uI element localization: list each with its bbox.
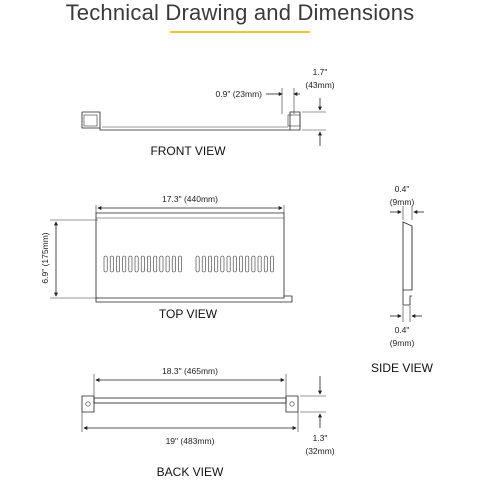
- top-view-back-edge: [95, 295, 293, 303]
- vent-slot: [263, 255, 268, 273]
- vent-slot: [140, 255, 145, 273]
- front-view-height-label-line1: 1.7": [313, 67, 328, 77]
- vent-slot: [257, 255, 262, 273]
- top-view-tray-outline: [95, 212, 285, 299]
- front-view-shelf-outline: [82, 111, 301, 131]
- top-view-width-label: 17.3" (440mm): [162, 194, 218, 204]
- back-view-outer-width-label: 19" (483mm): [166, 436, 215, 446]
- vent-slot: [270, 255, 274, 273]
- side-view-bottom-label-line1: 0.4": [395, 325, 410, 335]
- side-view-foot: [402, 290, 412, 306]
- side-view-top-label-line2: (9mm): [390, 197, 415, 207]
- front-view-height-label-line2: (43mm): [305, 80, 334, 90]
- vent-slot: [232, 255, 237, 273]
- vent-slot: [226, 255, 231, 273]
- vent-slot: [109, 255, 114, 273]
- front-view-width-label: 0.9" (23mm): [216, 89, 263, 99]
- vent-slot: [220, 255, 225, 273]
- vent-slot: [214, 255, 219, 273]
- back-view-inner-width-label: 18.3" (465mm): [162, 366, 218, 376]
- front-view-drawing: 0.9" (23mm) 1.7" (43mm) FRONT VIEW: [81, 67, 335, 158]
- side-view-caption: SIDE VIEW: [371, 361, 434, 375]
- vent-slot: [195, 255, 200, 273]
- vent-slot: [245, 255, 250, 273]
- vent-slot: [134, 255, 139, 273]
- front-view-left-bracket: [83, 114, 98, 127]
- top-view-depth-label: 6.9" (175mm): [40, 232, 50, 283]
- vent-slot: [153, 255, 158, 273]
- back-view-left-mount-hole: [85, 401, 91, 407]
- vent-slot: [147, 255, 151, 273]
- front-view-left-ear: [81, 112, 100, 129]
- back-view-right-mount-hole: [289, 401, 295, 407]
- side-view-top-label-line1: 0.4": [395, 184, 410, 194]
- vent-slot: [165, 255, 170, 273]
- top-view-vent-slots: [103, 255, 274, 273]
- back-view-height-label-line2: (32mm): [305, 446, 334, 456]
- back-view-caption: BACK VIEW: [157, 465, 224, 479]
- vent-slot: [251, 255, 256, 273]
- vent-slot: [178, 255, 182, 273]
- back-view-bar: [93, 397, 287, 404]
- title-underline: [170, 31, 310, 33]
- top-view-caption: TOP VIEW: [159, 307, 218, 321]
- vent-slot: [116, 255, 120, 273]
- vent-slot: [201, 255, 206, 273]
- page-title: Technical Drawing and Dimensions: [65, 0, 415, 25]
- side-view-drawing: 0.4" (9mm) 0.4" (9mm) SIDE VIEW: [371, 184, 434, 375]
- vent-slot: [208, 255, 212, 273]
- vent-slot: [171, 255, 176, 273]
- back-view-left-ear: [81, 395, 95, 413]
- side-view-bottom-label-line2: (9mm): [390, 338, 415, 348]
- back-view-right-ear: [285, 395, 299, 413]
- front-view-caption: FRONT VIEW: [150, 144, 226, 158]
- side-view-profile: [402, 221, 413, 291]
- vent-slot: [128, 255, 133, 273]
- front-view-right-bracket: [287, 114, 301, 127]
- vent-slot: [103, 255, 108, 273]
- top-view-drawing: 17.3" (440mm) 6.9" (175mm) TOP VIEW: [40, 194, 293, 321]
- vent-slot: [239, 255, 243, 273]
- back-view-height-label-line1: 1.3": [313, 433, 328, 443]
- vent-slot: [159, 255, 164, 273]
- back-view-drawing: 18.3" (465mm) 19" (483mm) 1.3" (32mm) BA…: [81, 366, 335, 479]
- vent-slot: [122, 255, 127, 273]
